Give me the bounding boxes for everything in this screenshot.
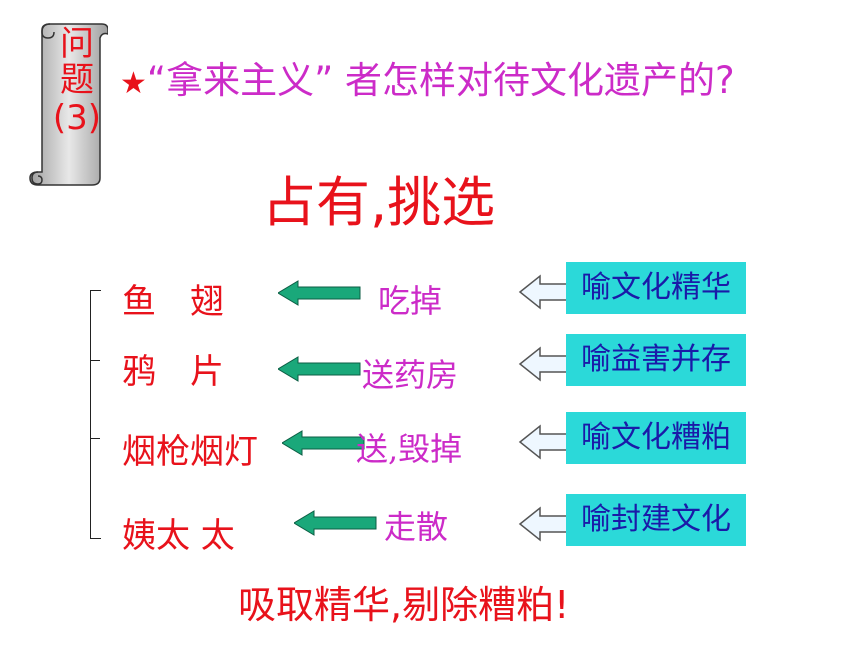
bracket-tick (90, 438, 100, 439)
bracket-line (90, 290, 101, 539)
question-heading: ★“拿来主义” 者怎样对待文化遗产的? (120, 50, 735, 104)
conclusion-text: 吸取精华,剔除糟粕! (238, 583, 570, 627)
left-arrow-icon (278, 356, 361, 382)
item-label: 鱼 翅 (122, 282, 224, 322)
hollow-arrow-icon (518, 274, 569, 310)
badge-line-3: (3) (52, 98, 102, 138)
bracket-tick (90, 360, 100, 361)
left-arrow-icon (278, 280, 361, 306)
meaning-box: 喻封建文化 (566, 494, 746, 546)
badge-line-1: 问 (60, 24, 94, 64)
scroll-badge-icon (29, 23, 108, 186)
hollow-arrow-icon (518, 424, 569, 460)
item-label: 姨太 太 (122, 516, 235, 556)
item-label: 鸦 片 (122, 352, 224, 392)
item-label: 烟枪烟灯 (122, 432, 258, 472)
badge-label: 问 题 (3) (52, 26, 102, 138)
left-arrow-icon (294, 510, 377, 536)
hollow-arrow-icon (518, 346, 569, 382)
badge-line-2: 题 (60, 60, 94, 100)
action-label: 走散 (384, 508, 449, 546)
hollow-arrow-icon (518, 506, 569, 542)
action-label: 吃掉 (378, 282, 443, 320)
star-icon: ★ (120, 66, 147, 101)
answer-text: 占有,挑选 (262, 171, 496, 234)
meaning-box: 喻文化精华 (566, 262, 746, 314)
meaning-box: 喻益害并存 (566, 334, 746, 386)
action-label: 送药房 (362, 356, 459, 394)
question-text: “拿来主义” 者怎样对待文化遗产的? (146, 59, 735, 102)
left-arrow-icon (282, 430, 365, 456)
meaning-box: 喻文化糟粕 (566, 412, 746, 464)
action-label: 送,毁掉 (356, 430, 463, 468)
